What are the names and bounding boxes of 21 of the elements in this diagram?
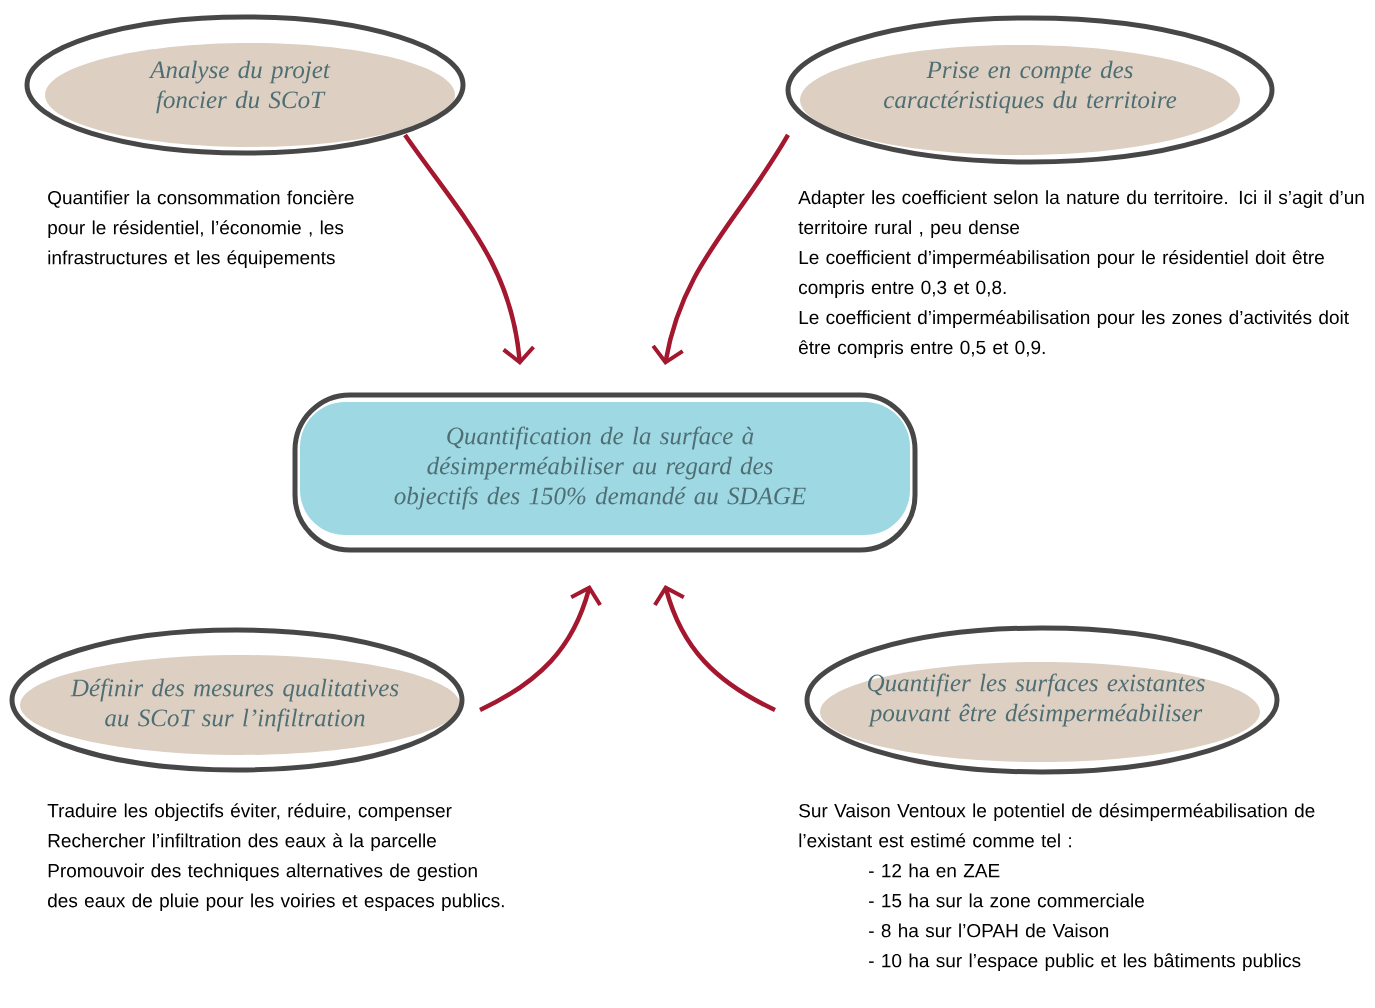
description-text: Le coefficient d’imperméabilisation pour le résidentiel doit être compris entre 0,3 et 0,8. — [799, 249, 1324, 298]
ellipse-node: Analyse du projet foncier du SCoT — [24, 14, 466, 156]
description-text: Le coefficient d’imperméabilisation pour les zones d’activités doit être compris entre 0,5 et 0,9. — [799, 309, 1349, 358]
ellipse-node: Prise en compte des caractéristiques du territoire — [785, 15, 1275, 165]
arrow — [653, 585, 776, 712]
list-item: - 8 ha sur l’OPAH de Vaison — [869, 923, 1109, 938]
arrow — [479, 585, 602, 712]
list-item: - 12 ha en ZAE — [869, 863, 1000, 878]
description-text: Promouvoir des techniques alternatives de gestion des eaux de pluie pour les voiries et espaces publics. — [48, 863, 504, 912]
description-text: Rechercher l’infiltration des eaux à la parcelle — [48, 833, 436, 852]
arrow — [651, 133, 790, 365]
ellipse-node: Définir des mesures qualitatives au SCoT sur l’infiltration — [9, 627, 465, 773]
description-text: Traduire les objectifs éviter, réduire, compenser — [47, 803, 452, 822]
description-text: Adapter les coefficient selon la nature du territoire. Ici il s’agit d’un territoire rural , peu dense — [798, 190, 1364, 238]
list-item: - 15 ha sur la zone commerciale — [869, 893, 1144, 908]
description-text: Sur Vaison Ventoux le potentiel de désimperméabilisation de l’existant est estimé comme tel : — [799, 803, 1315, 848]
arrow — [403, 133, 535, 365]
list-item: - 10 ha sur l’espace public et les bâtiments publics — [869, 953, 1301, 972]
ellipse-node: Quantifier les surfaces existantes pouvant être désimperméabiliser — [804, 625, 1280, 775]
rounded-box: Quantification de la surface à désimperméabiliser au regard des objectifs des 150% demandé au SDAGE — [292, 392, 918, 553]
description-text: Quantifier la consommation foncière pour le résidentiel, l’économie , les infrastructures et les équipements — [48, 190, 354, 269]
